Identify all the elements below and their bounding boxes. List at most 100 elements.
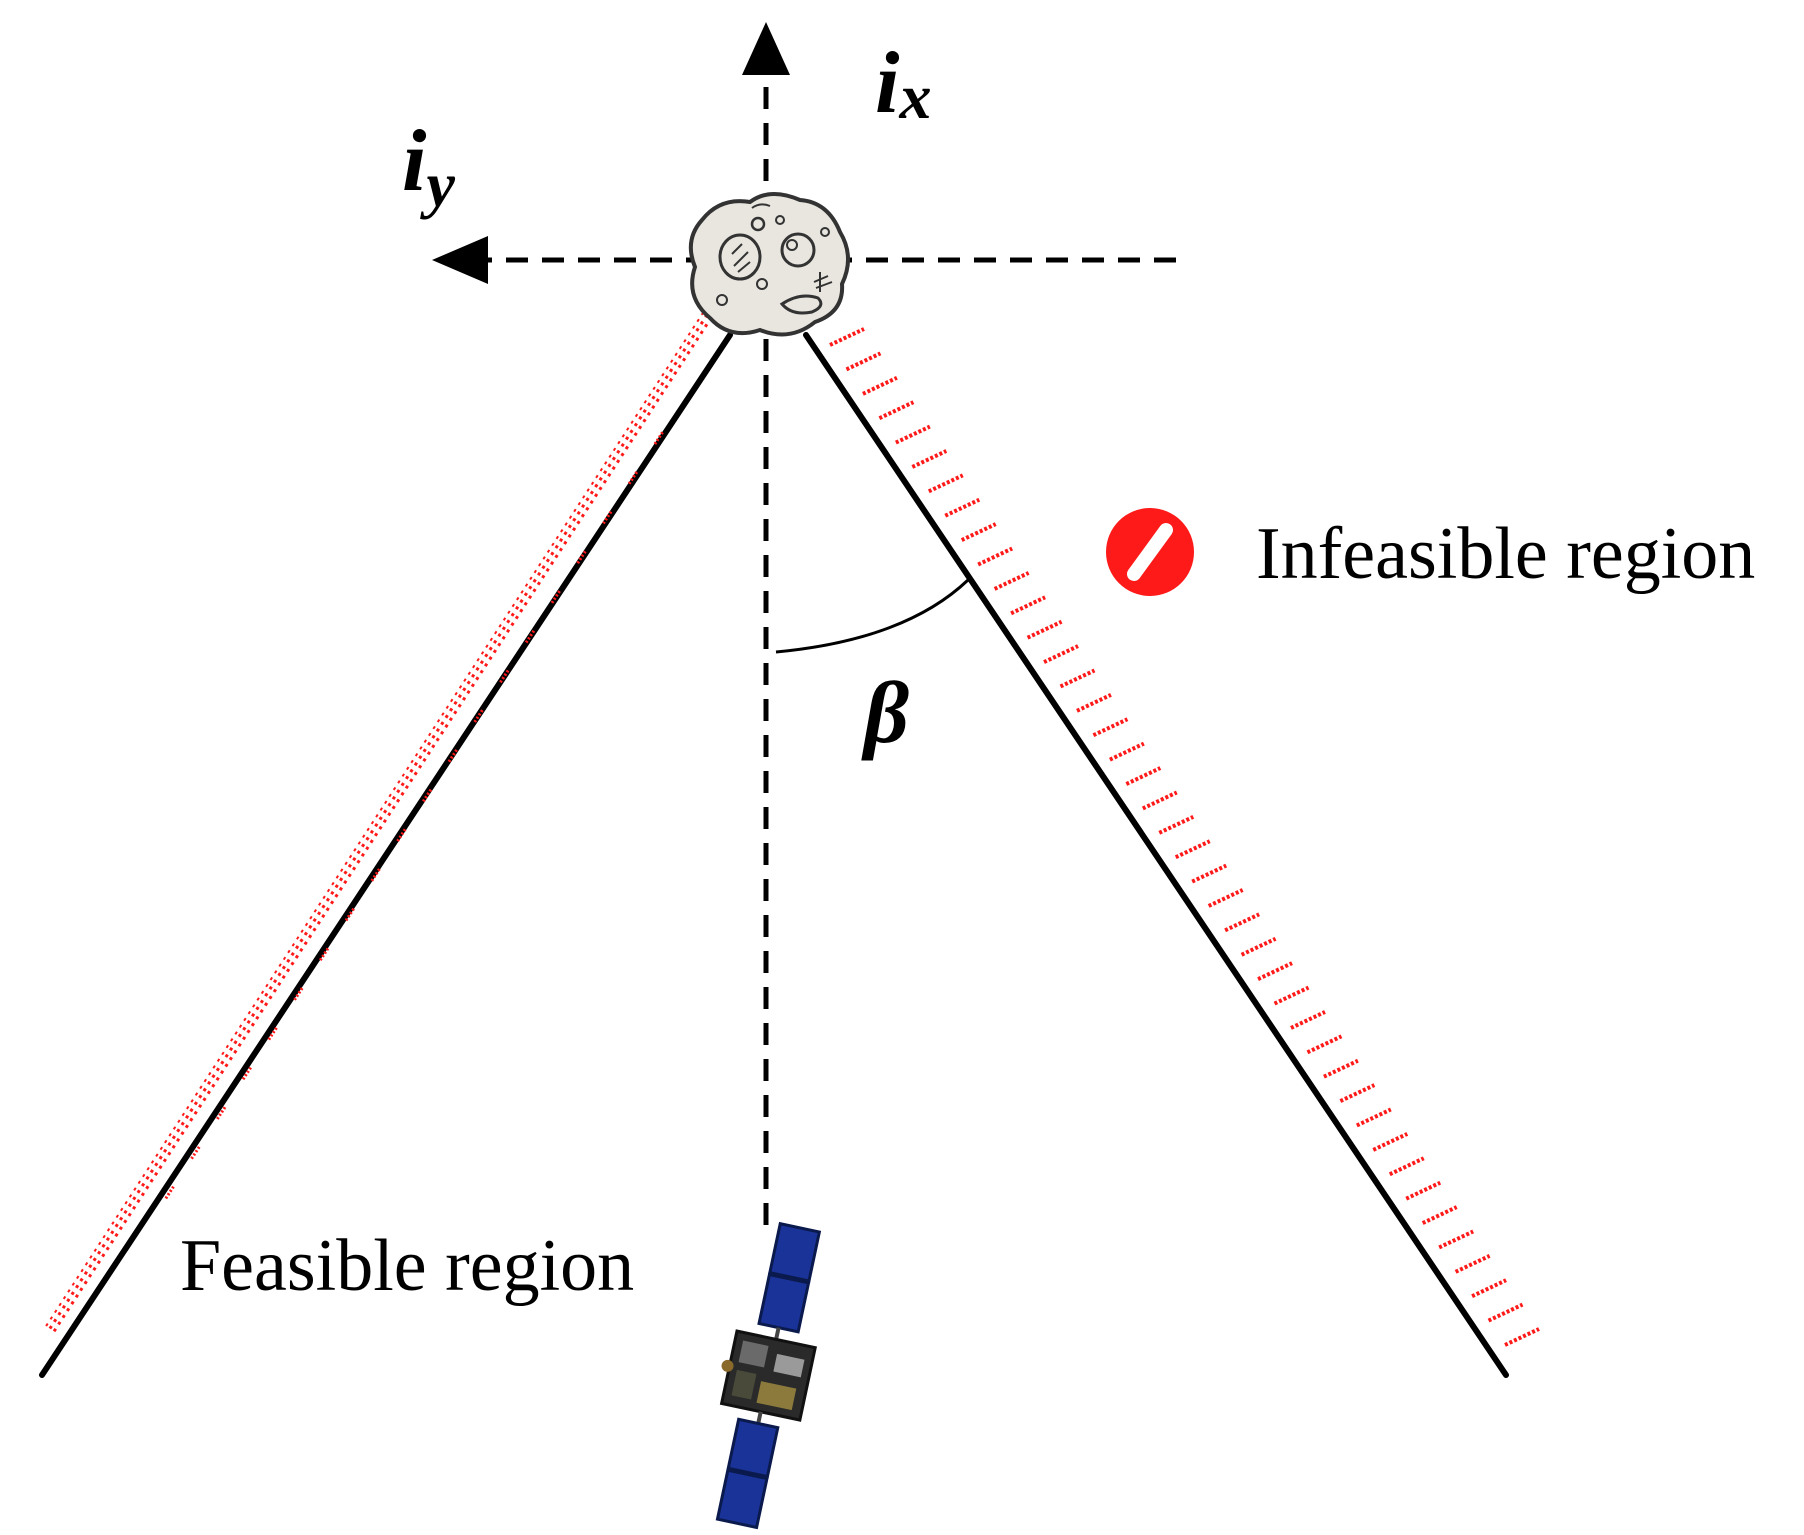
hatch-mark xyxy=(617,440,629,450)
hatch-mark xyxy=(485,644,497,654)
hatch-mark xyxy=(674,352,687,362)
hatch-mark xyxy=(133,1187,145,1197)
hatch-mark xyxy=(146,1166,159,1176)
hatch-mark xyxy=(652,386,665,396)
axis-x-arrowhead xyxy=(742,22,790,75)
hatch-mark xyxy=(313,909,326,919)
hatch-tick xyxy=(1191,863,1228,884)
hatch-mark xyxy=(648,393,660,403)
hatch-mark xyxy=(124,1200,137,1210)
hatch-mark xyxy=(476,657,489,667)
hatch-mark xyxy=(137,1180,150,1190)
hatch-mark xyxy=(687,332,700,342)
hatch-mark xyxy=(208,1071,220,1081)
hatch-mark xyxy=(524,583,537,593)
hatch-mark xyxy=(533,569,546,579)
hatch-mark xyxy=(76,1275,88,1285)
hatch-mark xyxy=(287,949,299,959)
hatch-mark xyxy=(388,793,401,803)
hatch-mark xyxy=(54,1309,66,1319)
hatch-tick xyxy=(1388,1156,1425,1177)
hatch-mark xyxy=(542,556,555,566)
hatch-tick xyxy=(1323,1058,1359,1079)
hatch-mark xyxy=(225,1044,238,1054)
hatch-mark xyxy=(115,1214,128,1224)
hatch-tick xyxy=(1207,888,1244,908)
hatch-mark xyxy=(274,970,286,980)
hatch-mark xyxy=(520,590,533,600)
hatch-mark xyxy=(692,325,704,335)
hatch-mark xyxy=(238,1024,251,1034)
hatch-tick xyxy=(1471,1278,1507,1299)
hatch-tick xyxy=(1125,766,1162,786)
hatch-mark xyxy=(445,705,458,715)
hatch-mark xyxy=(58,1302,71,1312)
hatch-mark xyxy=(634,413,647,423)
hatch-mark xyxy=(604,461,616,471)
hatch-mark xyxy=(397,780,409,790)
hatch-mark xyxy=(639,406,651,416)
hatch-mark xyxy=(665,366,678,376)
angle-label: β xyxy=(861,665,909,762)
hatch-mark xyxy=(159,1146,172,1156)
hatch-mark xyxy=(401,773,414,783)
angle-arc xyxy=(775,578,970,654)
hatch-mark xyxy=(128,1194,141,1204)
hatch-mark xyxy=(546,549,559,559)
hatch-tick xyxy=(977,546,1014,567)
hatch-mark xyxy=(353,847,365,858)
hatch-mark xyxy=(463,678,475,688)
hatch-tick xyxy=(1076,693,1112,713)
hatch-mark xyxy=(599,467,612,477)
hatch-mark xyxy=(432,725,445,735)
hatch-mark xyxy=(322,895,335,905)
hatch-mark xyxy=(111,1221,123,1231)
hatch-tick xyxy=(1059,668,1096,689)
hatch-mark xyxy=(410,759,423,769)
hatch-tick xyxy=(1438,1229,1474,1250)
hatch-mark xyxy=(467,671,480,681)
hatch-mark xyxy=(172,1126,185,1136)
hatch-mark xyxy=(331,881,343,891)
hatch-tick xyxy=(1240,936,1277,957)
hatch-mark xyxy=(375,814,387,824)
infeasible-hatch-left xyxy=(45,311,713,1333)
hatch-mark xyxy=(560,529,572,539)
hatch-mark xyxy=(621,433,634,444)
hatch-mark xyxy=(643,400,656,410)
hatch-mark xyxy=(67,1289,79,1299)
hatch-tick xyxy=(1290,1010,1326,1030)
hatch-mark xyxy=(102,1234,115,1244)
hatch-mark xyxy=(186,1105,198,1115)
hatch-mark xyxy=(291,942,304,953)
hatch-mark xyxy=(120,1207,132,1217)
hatch-tick xyxy=(1141,790,1178,811)
hatch-mark xyxy=(573,508,585,518)
hatch-mark xyxy=(177,1119,189,1129)
hatch-mark xyxy=(551,542,563,552)
hatch-mark xyxy=(256,997,269,1007)
hatch-mark xyxy=(630,420,643,430)
hatch-mark xyxy=(45,1323,57,1333)
hatch-mark xyxy=(586,488,599,498)
hatch-mark xyxy=(260,990,273,1000)
hatch-mark xyxy=(555,535,568,545)
hatch-mark xyxy=(203,1078,216,1088)
hatch-mark xyxy=(678,345,691,355)
hatch-tick xyxy=(845,351,882,372)
infeasible-hatch-right xyxy=(829,327,1540,1347)
hatch-tick xyxy=(1273,985,1310,1006)
hatch-mark xyxy=(670,359,682,369)
cone-right-boundary xyxy=(803,332,1509,1378)
hatch-tick xyxy=(911,449,948,469)
hatch-mark xyxy=(326,888,339,898)
hatch-tick xyxy=(1109,741,1145,762)
hatch-mark xyxy=(612,447,625,457)
hatch-tick xyxy=(829,327,865,347)
hatch-mark xyxy=(304,922,317,932)
hatch-mark xyxy=(168,1133,181,1143)
hatch-mark xyxy=(454,691,467,701)
hatch-mark xyxy=(216,1058,229,1068)
hatch-tick xyxy=(1010,595,1046,616)
